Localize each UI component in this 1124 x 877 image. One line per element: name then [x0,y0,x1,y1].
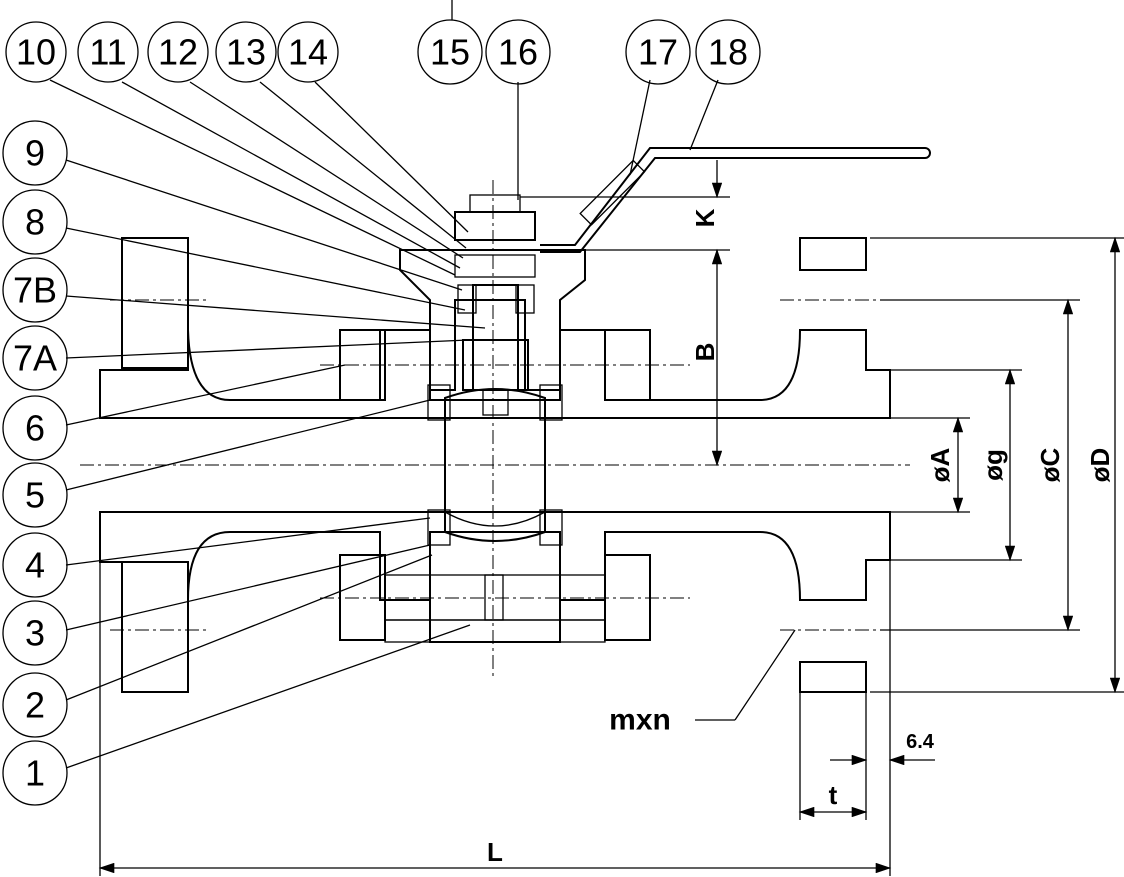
callout-4: 4 [25,545,45,586]
dim-l: L [487,837,503,867]
center-lines [80,180,910,680]
callout-14: 14 [288,32,328,73]
leader-lines [49,0,796,769]
callout-6: 6 [25,408,45,449]
callout-9: 9 [25,133,45,174]
callout-12: 12 [158,32,198,73]
left-callouts: 9 8 7B 7A 6 5 4 3 2 1 [2,120,68,806]
dim-b: B [690,343,720,362]
callout-18: 18 [708,32,748,73]
callout-16: 16 [498,32,538,73]
dimensions [98,160,1124,876]
callout-8: 8 [25,202,45,243]
callout-2: 2 [25,685,45,726]
callout-1: 1 [25,753,45,794]
callout-11: 11 [89,32,126,73]
dim-a: øA [925,447,955,482]
callout-15: 15 [430,32,470,73]
dim-t: t [829,780,838,810]
callout-10: 10 [16,32,56,73]
dim-c: øC [1035,447,1065,482]
top-callouts: 10 11 12 13 14 15 16 17 18 [5,19,761,85]
callout-17: 17 [638,32,678,73]
callout-13: 13 [226,32,266,73]
callout-3: 3 [25,613,45,654]
dim-d: øD [1085,448,1115,483]
dim-k: K [690,208,720,227]
callout-7b: 7B [13,270,57,311]
valve-body [99,147,931,693]
callout-7a: 7A [13,338,57,379]
dim-g: øg [978,449,1008,481]
dim-mxn: mxn [609,704,671,737]
dim-6-4: 6.4 [906,731,935,753]
callout-5: 5 [25,475,45,516]
